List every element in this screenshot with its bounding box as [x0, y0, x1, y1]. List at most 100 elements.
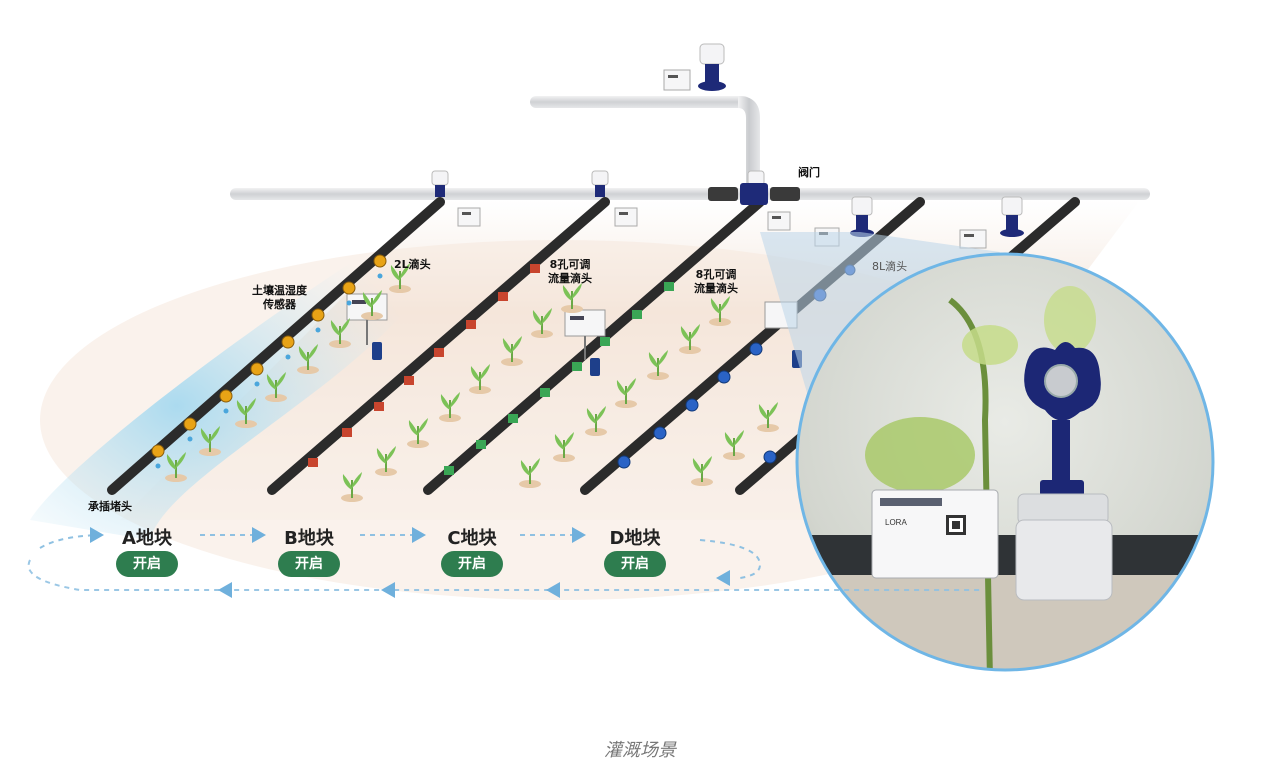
plant-icon: [439, 392, 461, 422]
water-droplets: [155, 273, 383, 469]
plant-icon: [585, 406, 607, 436]
dripper-icon: [498, 292, 508, 301]
dripper-icon: [281, 335, 295, 349]
zoom-ring: [795, 252, 1215, 672]
plant-icon: [757, 402, 779, 432]
dripper-icon: [717, 370, 731, 384]
dripper-icon: [685, 398, 699, 412]
end-plug-label: 承插堵头: [88, 500, 132, 513]
irrigation-scene: LORA: [27, 43, 1215, 672]
plant-icon: [679, 324, 701, 354]
dripper-icon: [308, 458, 318, 467]
plant-icon: [361, 290, 383, 320]
dripper-icon: [374, 402, 384, 411]
drip-8hole-label-2: 8孔可调 流量滴头: [694, 268, 738, 295]
drip-line-a: [107, 197, 445, 495]
dripper-icon: [632, 310, 642, 319]
controller-box-icon: [959, 229, 987, 249]
controller-box-icon: [663, 69, 691, 91]
plot-a-open-button[interactable]: 开启: [116, 551, 178, 577]
drip-line-b: [267, 197, 610, 495]
plant-icon: [375, 446, 397, 476]
plant-icon: [235, 398, 257, 428]
arrow-left-icon: [546, 582, 560, 598]
dripper-icon: [466, 320, 476, 329]
zoom-photo: LORA: [797, 254, 1213, 670]
soil-sensor-device-icon: [564, 309, 606, 376]
arrow-right-icon: [90, 527, 104, 543]
drip-2l-label: 2L滴头: [394, 258, 431, 271]
plant-icon: [199, 426, 221, 456]
plant-icon: [297, 344, 319, 374]
controller-box-icon: [457, 207, 481, 227]
arrow-right-icon: [412, 527, 426, 543]
dripper-icon: [404, 376, 414, 385]
arrow-left-icon: [716, 570, 730, 586]
plant-icon: [691, 456, 713, 486]
controller-box-icon: [614, 207, 638, 227]
dripper-icon: [617, 455, 631, 469]
drip-8l-label: 8L滴头: [872, 260, 908, 273]
valve-icon[interactable]: [698, 43, 726, 91]
plant-icon: [519, 458, 541, 488]
drip-8hole-label-1: 8孔可调 流量滴头: [548, 258, 592, 285]
valve-icon[interactable]: [591, 170, 609, 197]
lora-device: LORA: [871, 489, 999, 579]
plant-icon: [165, 452, 187, 482]
plant-icon: [531, 308, 553, 338]
dripper-icon: [749, 342, 763, 356]
plant-icon: [341, 472, 363, 502]
arrow-left-icon: [218, 582, 232, 598]
controller-box-icon: [767, 211, 791, 231]
cycle-arrows: [27, 534, 980, 591]
plant-icon: [709, 296, 731, 326]
caption: 灌溉场景: [604, 740, 676, 761]
dripper-icon: [444, 466, 454, 475]
dripper-icon: [530, 264, 540, 273]
dripper-icon: [151, 444, 165, 458]
valve-icon[interactable]: [1000, 196, 1024, 237]
plant-icon: [265, 372, 287, 402]
dripper-icon: [342, 428, 352, 437]
dripper-icon: [183, 417, 197, 431]
dripper-icon: [434, 348, 444, 357]
plot-d-name: D地块: [609, 528, 661, 549]
plant-icon: [723, 430, 745, 460]
plot-b-open-button[interactable]: 开启: [278, 551, 340, 577]
dripper-icon: [540, 388, 550, 397]
plant-icon: [615, 378, 637, 408]
arrow-right-icon: [252, 527, 266, 543]
plant-icon: [553, 432, 575, 462]
plant-icon: [561, 283, 583, 313]
dripper-icon: [508, 414, 518, 423]
drippers-a: [151, 254, 387, 458]
dripper-icon: [342, 281, 356, 295]
dripper-icon: [664, 282, 674, 291]
dripper-icon: [476, 440, 486, 449]
valve-icon[interactable]: [431, 170, 449, 197]
dripper-icon: [250, 362, 264, 376]
main-gate-valve-icon[interactable]: [708, 183, 800, 205]
plant-icon: [407, 418, 429, 448]
plant-icon: [329, 318, 351, 348]
plot-c-name: C地块: [447, 528, 497, 549]
plant-icon: [647, 350, 669, 380]
valve-label: 阀门: [798, 166, 820, 179]
plot-d-open-button[interactable]: 开启: [604, 551, 666, 577]
dripper-icon: [600, 337, 610, 346]
arrow-left-icon: [381, 582, 395, 598]
drippers-c: [444, 282, 674, 475]
drippers-b: [308, 264, 540, 467]
butterfly-valve-icon: [1015, 341, 1113, 601]
dripper-icon: [763, 450, 777, 464]
dripper-icon: [219, 389, 233, 403]
plants: [165, 263, 779, 502]
arrow-heads: [90, 527, 730, 598]
dripper-icon: [572, 362, 582, 371]
plot-c-open-button[interactable]: 开启: [441, 551, 503, 577]
lora-text: LORA: [885, 518, 907, 527]
plant-icon: [389, 263, 411, 293]
soil-sensor-label: 土壤温湿度 传感器: [252, 284, 307, 311]
arrow-right-icon: [572, 527, 586, 543]
dripper-icon: [311, 308, 325, 322]
